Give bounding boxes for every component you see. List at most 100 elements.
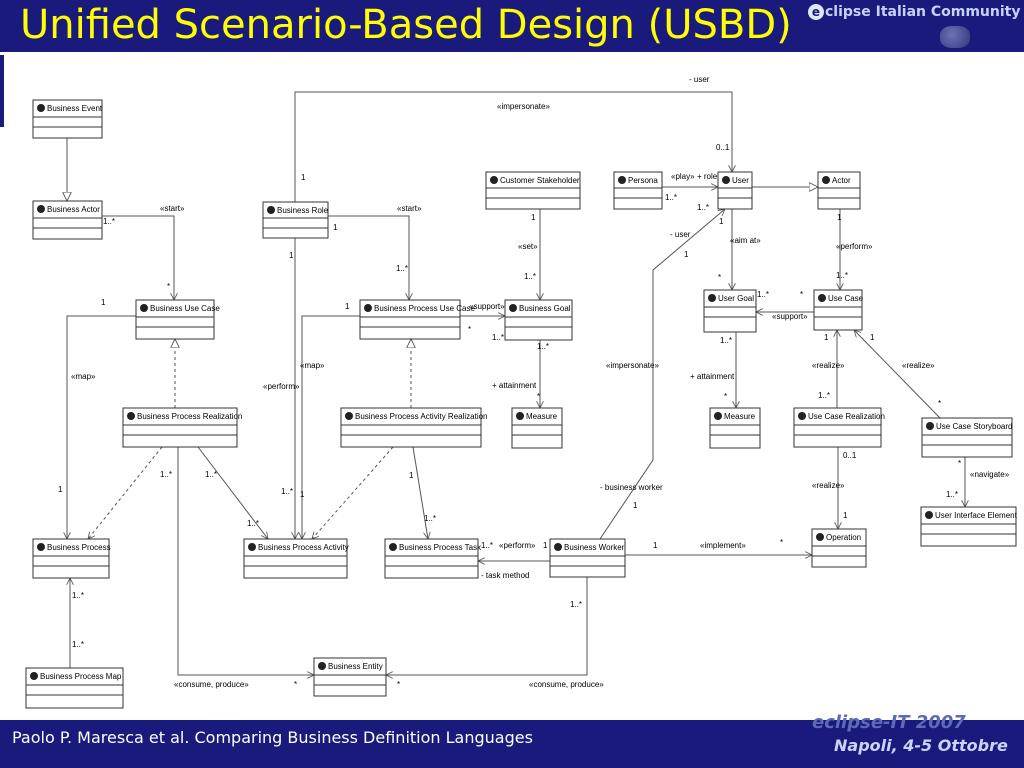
edge-bw-user-impersonate bbox=[599, 209, 725, 540]
edge-labels: - user «impersonate» 0..1 1 «start» 1..*… bbox=[58, 75, 1010, 689]
class-business-process-map: Business Process Map bbox=[25, 667, 124, 709]
edge-label: * bbox=[718, 273, 721, 282]
class-icon bbox=[37, 543, 45, 551]
edge-label: 1..* bbox=[160, 470, 172, 479]
class-business-process: Business Process bbox=[32, 538, 111, 579]
svg-text:Use Case Storyboard: Use Case Storyboard bbox=[936, 422, 1012, 431]
class-icon bbox=[490, 176, 498, 184]
class-business-process-realization: Business Process Realization bbox=[122, 407, 242, 448]
edge-label: 1..* bbox=[492, 333, 504, 342]
edge-actor-buc-start bbox=[101, 215, 174, 300]
edge-label: 1 bbox=[843, 511, 848, 520]
class-icon bbox=[822, 176, 830, 184]
class-icon bbox=[267, 206, 275, 214]
edge-label: 1 bbox=[345, 302, 350, 311]
class-icon bbox=[816, 533, 824, 541]
uml-diagram: Business Event Business Actor Business R… bbox=[25, 75, 1018, 709]
edge-label: «support» bbox=[772, 312, 808, 321]
italy-map-icon bbox=[940, 26, 970, 48]
header-divider bbox=[0, 52, 1024, 55]
edge-label: 1 bbox=[633, 501, 638, 510]
edge-label: * bbox=[468, 325, 471, 334]
svg-text:Persona: Persona bbox=[628, 176, 658, 185]
class-icon bbox=[37, 104, 45, 112]
edge-label: 1..* bbox=[103, 217, 115, 226]
footer-author: Paolo P. Maresca et al. Comparing Busine… bbox=[12, 728, 533, 747]
class-user-goal: User Goal bbox=[703, 289, 757, 333]
edge-label: 1..* bbox=[396, 264, 408, 273]
svg-text:Actor: Actor bbox=[832, 176, 851, 185]
edge-label: «impersonate» bbox=[606, 361, 659, 370]
class-icon bbox=[37, 205, 45, 213]
edge-label: «map» bbox=[300, 361, 325, 370]
class-icon bbox=[722, 176, 730, 184]
edge-label: «perform» bbox=[836, 242, 873, 251]
edge-label: 1..* bbox=[72, 591, 84, 600]
edge-bpar-bpt bbox=[413, 447, 428, 539]
edge-label: - business worker bbox=[600, 483, 663, 492]
edge-buc-bp-map bbox=[67, 315, 136, 539]
edge-label: «aim at» bbox=[730, 236, 761, 245]
class-icon bbox=[509, 304, 517, 312]
class-business-process-task: Business Process Task bbox=[384, 538, 482, 579]
svg-text:Business Worker: Business Worker bbox=[564, 543, 625, 552]
svg-text:Business Role: Business Role bbox=[277, 206, 329, 215]
class-business-process-activity: Business Process Activity bbox=[243, 538, 349, 579]
edge-label: 1..* bbox=[818, 391, 830, 400]
edge-label: «impersonate» bbox=[497, 102, 550, 111]
edge-label: * bbox=[958, 459, 961, 468]
edge-label: + attainment bbox=[690, 372, 735, 381]
svg-text:Business Actor: Business Actor bbox=[47, 205, 100, 214]
class-icon bbox=[926, 422, 934, 430]
edge-label: 1..* bbox=[205, 470, 217, 479]
edge-label: - task method bbox=[481, 571, 529, 580]
edge-label: «navigate» bbox=[970, 470, 1010, 479]
edge-bpr-bp bbox=[88, 446, 163, 539]
edge-label: 1 bbox=[300, 490, 305, 499]
svg-text:User Goal: User Goal bbox=[718, 294, 754, 303]
edge-label: 1..* bbox=[424, 514, 436, 523]
class-icon bbox=[708, 294, 716, 302]
class-icon bbox=[618, 176, 626, 184]
class-icon bbox=[798, 412, 806, 420]
class-business-worker: Business Worker bbox=[549, 538, 626, 578]
svg-text:Business Process Activity Real: Business Process Activity Realization bbox=[355, 412, 488, 421]
class-icon bbox=[818, 294, 826, 302]
svg-text:Measure: Measure bbox=[526, 412, 558, 421]
edge-label: «realize» bbox=[812, 361, 845, 370]
title-bar bbox=[0, 0, 1024, 52]
left-accent-bar bbox=[0, 55, 4, 127]
svg-text:Customer Stakeholder: Customer Stakeholder bbox=[500, 176, 580, 185]
class-user-interface-element: User Interface Element bbox=[920, 506, 1018, 547]
class-use-case-storyboard: Use Case Storyboard bbox=[921, 417, 1013, 458]
edge-label: «start» bbox=[397, 204, 422, 213]
edge-label: 0..1 bbox=[716, 143, 730, 152]
edge-bw-be-consume bbox=[386, 577, 588, 675]
edge-label: 1 bbox=[289, 251, 294, 260]
edge-label: 0..1 bbox=[843, 451, 857, 460]
class-icon bbox=[140, 304, 148, 312]
edge-label: «perform» bbox=[499, 541, 536, 550]
svg-text:Use Case: Use Case bbox=[828, 294, 864, 303]
edge-label: 1..* bbox=[247, 519, 259, 528]
class-icon bbox=[248, 543, 256, 551]
edge-label: * bbox=[294, 680, 297, 689]
logo-text: clipse Italian Community bbox=[825, 4, 1021, 20]
class-icon bbox=[318, 662, 326, 670]
edge-label: 1 bbox=[333, 223, 338, 232]
edge-ucs-uc-realize bbox=[854, 330, 941, 419]
edge-label: «start» bbox=[160, 204, 185, 213]
class-use-case-realization: Use Case Realization bbox=[793, 407, 885, 448]
edge-bpar-bpa bbox=[312, 446, 394, 539]
class-business-goal: Business Goal bbox=[504, 299, 573, 341]
edge-label: 1..* bbox=[946, 490, 958, 499]
edge-label: - user bbox=[670, 230, 691, 239]
edge-label: «consume, produce» bbox=[174, 680, 249, 689]
svg-text:Business Use Case: Business Use Case bbox=[150, 304, 220, 313]
edge-label: 1..* bbox=[537, 342, 549, 351]
edge-label: «map» bbox=[71, 372, 96, 381]
edge-role-bpuc-start bbox=[328, 215, 409, 300]
svg-text:Business Entity: Business Entity bbox=[328, 662, 383, 671]
edge-label: 1..* bbox=[281, 487, 293, 496]
class-business-process-use-case: Business Process Use Case bbox=[359, 299, 475, 340]
